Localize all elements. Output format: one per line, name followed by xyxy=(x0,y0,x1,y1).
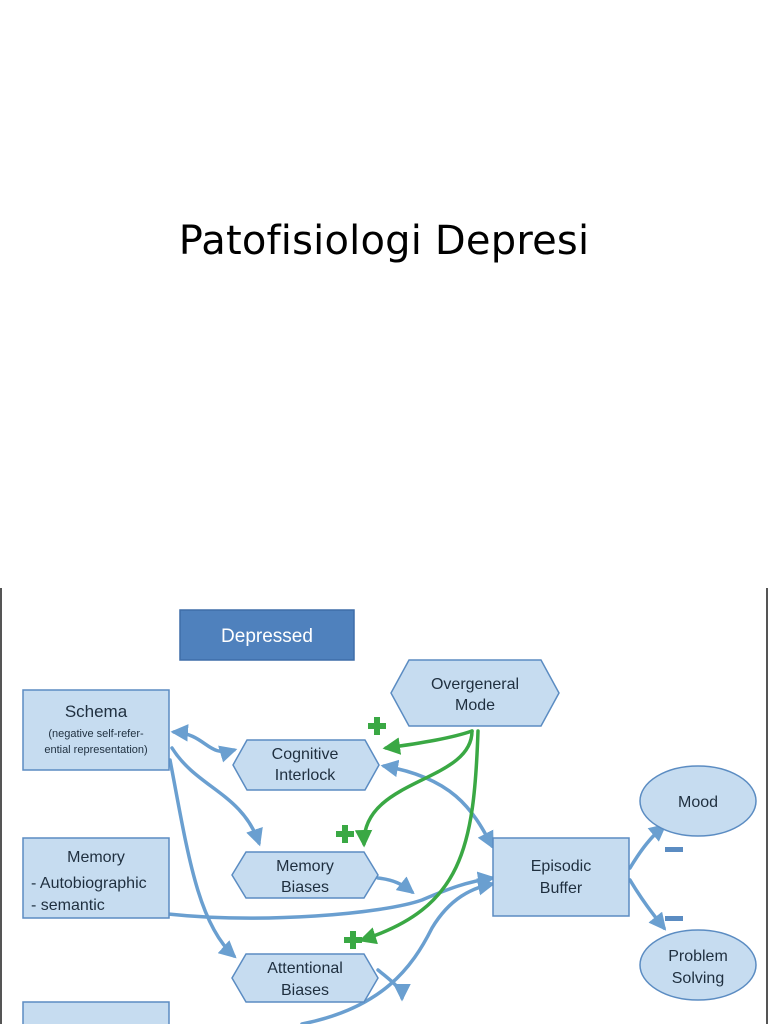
overgeneral-line1: Overgeneral xyxy=(431,676,519,693)
memory-semantic: - semantic xyxy=(31,897,105,914)
schema-node: Schema (negative self-refer- ential repr… xyxy=(22,689,170,771)
bottom-node xyxy=(22,1001,170,1024)
schema-desc-line1: (negative self-refer- xyxy=(48,728,144,740)
attentional-line1: Attentional xyxy=(267,960,343,977)
depressed-label: Depressed xyxy=(221,626,313,647)
overgeneral-mode-node: Overgeneral Mode xyxy=(390,659,560,727)
memory-autobiographic: - Autobiographic xyxy=(31,875,147,892)
attentional-biases-node: Attentional Biases xyxy=(231,953,379,1003)
arrow-bottom-to-buffer xyxy=(300,878,496,1024)
arrow-overgeneral-cognitive xyxy=(382,729,474,755)
arrow-schema-cognitive xyxy=(170,724,238,763)
blue-arrows xyxy=(166,724,667,1024)
arrow-cognitive-episodic xyxy=(380,759,494,850)
episodic-line1: Episodic xyxy=(531,858,591,875)
memory-title: Memory xyxy=(67,849,125,866)
mood-label: Mood xyxy=(678,794,718,811)
memory-biases-line1: Memory xyxy=(276,858,334,875)
minus-signs xyxy=(665,847,683,921)
depressed-header: Depressed xyxy=(179,609,355,661)
overgeneral-line2: Mode xyxy=(455,697,495,714)
diagram-canvas: Depressed Schema (negative self-refer- e… xyxy=(22,609,757,1024)
schema-desc-line2: ential representation) xyxy=(44,744,147,756)
minus-icon xyxy=(665,916,683,921)
schema-title: Schema xyxy=(65,702,128,721)
memory-biases-line2: Biases xyxy=(281,879,329,896)
arrow-buffer-mood xyxy=(628,823,667,870)
arrow-buffer-problem xyxy=(628,878,667,931)
arrow-schema-memory-biases xyxy=(170,746,263,847)
problem-solving-node: Problem Solving xyxy=(639,929,757,1001)
slide-title: Patofisiologi Depresi xyxy=(178,218,590,264)
problem-line2: Solving xyxy=(672,970,724,987)
problem-line1: Problem xyxy=(668,948,728,965)
arrow-memory-biases-buffer xyxy=(376,876,415,895)
episodic-line2: Buffer xyxy=(540,880,583,897)
arrow-overgeneral-attentional xyxy=(358,729,480,945)
attentional-line2: Biases xyxy=(281,982,329,999)
green-arrows xyxy=(354,729,480,945)
plus-icon xyxy=(344,931,362,949)
arrow-schema-attentional xyxy=(168,758,237,959)
plus-icon xyxy=(368,717,386,735)
plus-signs xyxy=(336,717,386,949)
minus-icon xyxy=(665,847,683,852)
arrow-attentional-buffer xyxy=(376,968,411,1002)
memory-biases-node: Memory Biases xyxy=(231,851,379,899)
mood-node: Mood xyxy=(639,765,757,837)
cognitive-line1: Cognitive xyxy=(272,746,339,763)
episodic-buffer-node: Episodic Buffer xyxy=(492,837,630,917)
plus-icon xyxy=(336,825,354,843)
cognitive-interlock-node: Cognitive Interlock xyxy=(232,739,380,791)
arrow-memory-to-buffer xyxy=(166,871,496,920)
cognitive-line2: Interlock xyxy=(275,767,336,784)
memory-node: Memory - Autobiographic - semantic xyxy=(22,837,170,919)
depression-diagram: Depressed Schema (negative self-refer- e… xyxy=(0,588,768,1024)
arrow-overgeneral-memory-biases xyxy=(354,729,474,848)
